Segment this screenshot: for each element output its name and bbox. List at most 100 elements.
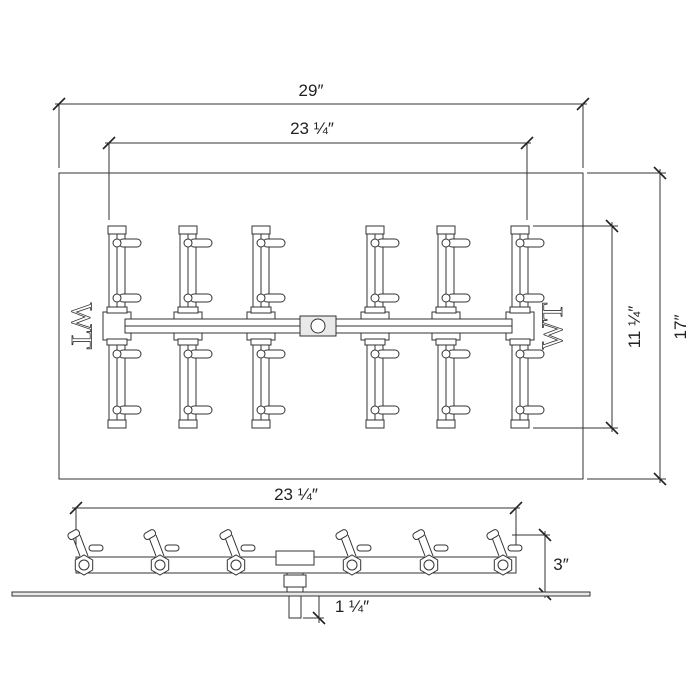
- dimension-side-width: 23 ¼″: [69, 485, 523, 545]
- side-burner-fitting: [67, 529, 104, 576]
- side-manifold: [67, 529, 523, 576]
- side-port: [507, 544, 523, 552]
- tee-collar: [177, 306, 199, 314]
- nozzle-tip: [412, 529, 426, 540]
- side-burner-fitting: [335, 529, 372, 576]
- dimension-inner-height-label: 11 ¼″: [625, 306, 644, 349]
- pan-plate-side: [11, 591, 591, 597]
- burner-port: [370, 349, 380, 359]
- hex-nut-bore: [78, 559, 90, 571]
- burner-port: [112, 349, 122, 359]
- arm-cap: [178, 419, 198, 429]
- side-view: 23 ¼″ 3″ 1 ¼″: [11, 485, 591, 625]
- gas-manifold: [124, 315, 513, 337]
- hex-nut: [150, 554, 170, 576]
- burner-port: [256, 405, 266, 415]
- logo-mark-right: WT: [536, 302, 570, 350]
- side-port: [164, 544, 180, 552]
- burner-port: [521, 405, 545, 415]
- nozzle-edge: [155, 534, 165, 557]
- side-port: [88, 544, 104, 552]
- burner-port: [183, 293, 193, 303]
- burner-port: [441, 349, 451, 359]
- burner-port: [262, 293, 286, 303]
- arm-cap: [107, 419, 127, 429]
- tee-collar: [106, 306, 128, 314]
- nozzle-tip: [219, 529, 233, 540]
- burner-port: [189, 238, 213, 248]
- burner-port: [376, 238, 400, 248]
- burner-port: [262, 238, 286, 248]
- tee-collar: [177, 338, 199, 346]
- tee-collar: [250, 306, 272, 314]
- tee-collar: [364, 306, 386, 314]
- burner-port: [183, 238, 193, 248]
- arm-cap: [251, 419, 271, 429]
- burner-port: [183, 349, 193, 359]
- hex-nut: [74, 554, 94, 576]
- dimension-outer-height: 17″: [587, 166, 690, 486]
- burner-port: [515, 405, 525, 415]
- dimension-side-height-label: 3″: [553, 555, 568, 574]
- burner-port: [515, 238, 525, 248]
- tee-collar: [509, 306, 531, 314]
- side-burner-fitting: [486, 529, 523, 576]
- burner-port: [189, 405, 213, 415]
- arm-cap: [251, 225, 271, 235]
- burner-port: [376, 405, 400, 415]
- burner-port: [118, 349, 142, 359]
- arm-cap: [178, 225, 198, 235]
- dimension-inlet: 1 ¼″: [303, 596, 369, 625]
- tee-collar: [509, 338, 531, 346]
- burner-port: [441, 405, 451, 415]
- burner-port: [112, 293, 122, 303]
- burner-port: [189, 293, 213, 303]
- tee-collar: [106, 338, 128, 346]
- burner-port: [447, 293, 471, 303]
- dimension-top-width-label: 29″: [299, 81, 324, 100]
- side-port: [356, 544, 372, 552]
- burner-port: [118, 405, 142, 415]
- tee-collar: [364, 338, 386, 346]
- burner-port: [521, 349, 545, 359]
- burner-port: [521, 293, 545, 303]
- arm-cap: [510, 225, 530, 235]
- burner-port: [441, 293, 451, 303]
- dimension-top-inner-width: 23 ¼″: [102, 119, 534, 220]
- burner-port: [447, 405, 471, 415]
- logo-mark-left: WT: [65, 302, 99, 349]
- hex-nut-bore: [423, 559, 435, 571]
- svg-text:WT: WT: [536, 303, 569, 350]
- nozzle-tip: [486, 529, 500, 540]
- dimension-top-inner-width-label: 23 ¼″: [290, 119, 334, 138]
- nozzle-edge: [347, 534, 357, 557]
- gas-inlet-pipe: [283, 565, 307, 619]
- burner-port: [118, 293, 142, 303]
- dimension-side-width-label: 23 ¼″: [274, 485, 318, 504]
- arm-cap: [365, 225, 385, 235]
- burner-port: [515, 293, 525, 303]
- nozzle-tip: [67, 529, 81, 540]
- hex-nut-bore: [346, 559, 358, 571]
- side-burner-fitting: [143, 529, 180, 576]
- dimension-outer-height-label: 17″: [671, 315, 690, 340]
- burner-port: [441, 238, 451, 248]
- burner-port: [112, 405, 122, 415]
- burner-port: [112, 238, 122, 248]
- burner-port: [521, 238, 545, 248]
- burner-port: [447, 238, 471, 248]
- dimension-side-height: 3″: [512, 528, 569, 601]
- arm-cap: [436, 419, 456, 429]
- manifold-inlet-opening: [310, 318, 326, 334]
- burner-port: [370, 405, 380, 415]
- tee-collar: [250, 338, 272, 346]
- arm-cap: [510, 419, 530, 429]
- tee-collar: [435, 338, 457, 346]
- burner-port: [183, 405, 193, 415]
- arm-cap: [107, 225, 127, 235]
- burner-port: [262, 405, 286, 415]
- side-port: [433, 544, 449, 552]
- dimension-inner-height: 11 ¼″: [533, 219, 644, 435]
